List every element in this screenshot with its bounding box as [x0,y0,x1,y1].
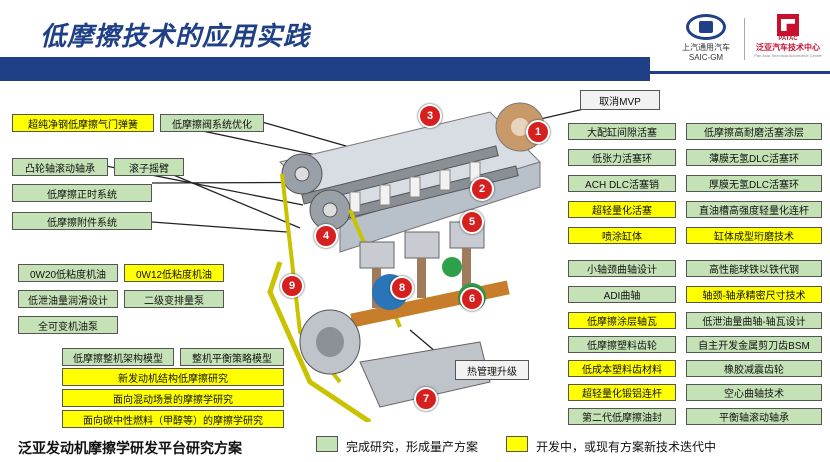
box-precision-journal: 轴颈-轴承精密尺寸技术 [686,286,822,303]
badge-8: 8 [390,276,414,300]
box-ultralight-piston: 超轻量化活塞 [568,201,676,218]
legend-label-yellow: 开发中，或现有方案新技术迭代中 [536,440,717,454]
box-accessory-system: 低摩擦附件系统 [12,212,152,230]
box-thick-dlc-ring: 厚膜无氢DLC活塞环 [686,175,822,192]
badge-5: 5 [460,210,484,234]
legend-swatch-green [316,436,338,452]
box-hollow-crankshaft: 空心曲轴技术 [686,384,822,401]
oil-pan [359,341,491,408]
box-ach-dlc-pin: ACH DLC活塞销 [568,175,676,192]
box-block-honing: 缸体成型珩磨技术 [686,227,822,244]
page-title: 低摩擦技术的应用实践 [40,22,311,52]
badge-4: 4 [314,224,338,248]
header-bar [0,57,650,81]
box-carbon-neutral-fuel-research: 面向碳中性燃料（甲醇等）的摩擦学研究 [62,410,284,428]
box-new-engine-research: 新发动机结构低摩擦研究 [62,368,284,386]
saic-gm-logo-cn: 上汽通用汽车 [682,43,730,52]
box-valvetrain-optimization: 低摩擦阀系统优化 [160,114,264,132]
patac-logo-cn: 泛亚汽车技术中心 [756,43,820,52]
patac-logo-en: Pan Asia Technical Automotive Center [754,53,822,58]
box-small-journal-crank: 小轴颈曲轴设计 [568,260,676,277]
box-valve-spring: 超纯净钢低摩擦气门弹簧 [12,114,154,132]
box-oil-seal-gen2: 第二代低摩擦油封 [568,408,676,425]
callout-cancel-mvp: 取消MVP [580,90,660,110]
badge-6: 6 [460,287,484,311]
badge-9: 9 [280,274,304,298]
box-scissor-gear-bsm: 自主开发金属剪刀齿BSM [686,336,822,353]
header-rule [650,71,830,74]
box-variable-oil-pump: 全可变机油泵 [18,316,118,334]
box-two-stage-pump: 二级变排量泵 [124,290,224,308]
box-plastic-gear: 低摩擦塑料齿轮 [568,336,676,353]
box-forged-al-conrod: 超轻量化锻铝连杆 [568,384,676,401]
box-lightweight-conrod: 直油槽高强度轻量化连杆 [686,201,822,218]
patac-logo: PATAC 泛亚汽车技术中心 Pan Asia Technical Automo… [752,14,824,66]
box-low-leak-crank-bearing: 低泄油量曲轴-轴瓦设计 [686,312,822,329]
box-sprayed-block: 喷涂缸体 [568,227,676,244]
legend-swatch-yellow [506,436,528,452]
legend-label-green: 完成研究，形成量产方案 [346,440,479,454]
box-piston-coating: 低摩擦高耐磨活塞涂层 [686,123,822,140]
saic-gm-logo-en: SAIC-GM [688,53,724,62]
patac-logo-brand: PATAC [778,36,798,42]
box-balance-shaft-bearing: 平衡轴滚动轴承 [686,408,822,425]
callout-thermal-management: 热管理升级 [455,360,529,380]
logo-divider [744,18,745,60]
box-ductile-iron: 高性能球铁以铁代钢 [686,260,822,277]
box-low-tension-ring: 低张力活塞环 [568,149,676,166]
badge-2: 2 [470,177,494,201]
engine-illustration [267,102,545,422]
box-balance-strategy-model: 整机平衡策略模型 [180,348,284,366]
valve-springs [349,161,481,213]
badge-7: 7 [414,387,438,411]
box-oil-0w20: 0W20低粘度机油 [18,264,118,282]
saic-gm-logo: 上汽通用汽车 SAIC-GM [674,14,738,66]
accessory-drive [267,261,372,422]
saic-gm-logo-mark [686,14,726,40]
box-hybrid-research: 面向混动场景的摩擦学研究 [62,389,284,407]
box-low-leak-lubrication: 低泄油量润滑设计 [18,290,118,308]
box-oil-0w12: 0W12低粘度机油 [124,264,224,282]
badge-1: 1 [526,120,550,144]
footer-title: 泛亚发动机摩擦学研发平台研究方案 [18,440,242,456]
patac-logo-mark [777,14,799,36]
box-friction-architecture-model: 低摩擦整机架构模型 [62,348,174,366]
box-adi-crankshaft: ADI曲轴 [568,286,676,303]
box-roller-rocker: 滚子摇臂 [114,158,184,176]
box-low-cost-gear-material: 低成本塑料齿材料 [568,360,676,377]
box-timing-system: 低摩擦正时系统 [12,184,152,202]
badge-3: 3 [418,104,442,128]
box-coated-bearing: 低摩擦涂层轴瓦 [568,312,676,329]
box-thin-dlc-ring: 薄膜无氢DLC活塞环 [686,149,822,166]
box-large-clearance-piston: 大配缸间隙活塞 [568,123,676,140]
box-cam-roller-bearing: 凸轮轴滚动轴承 [12,158,108,176]
box-rubber-damper-gear: 橡胶减震齿轮 [686,360,822,377]
